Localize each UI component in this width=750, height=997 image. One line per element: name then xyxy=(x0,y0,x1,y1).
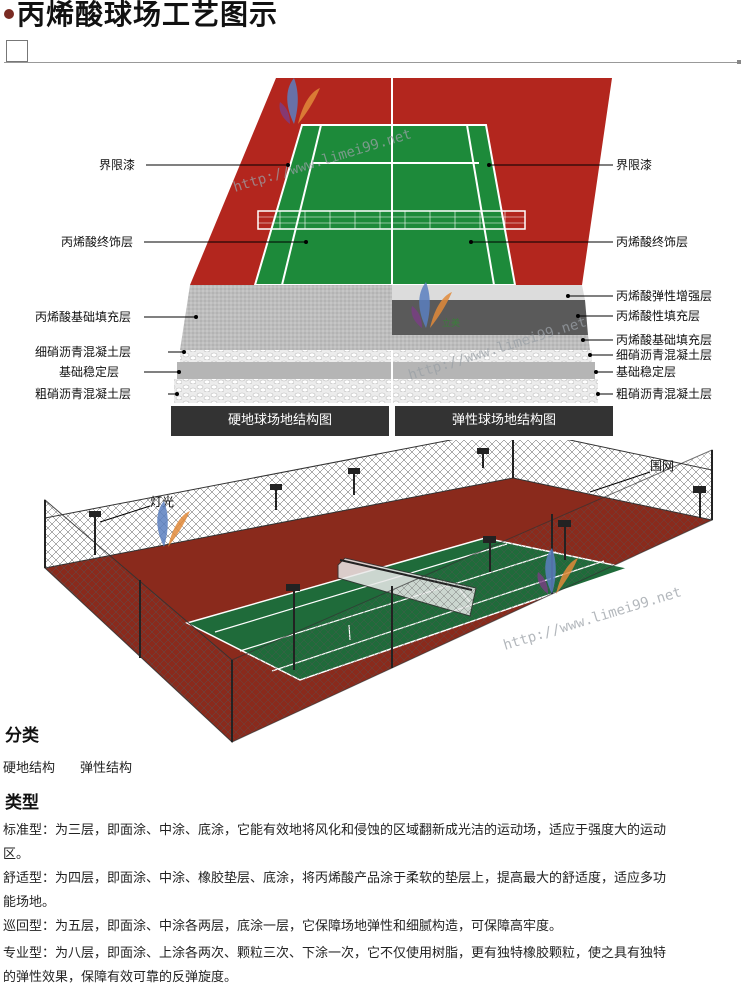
light-heads xyxy=(89,448,706,591)
label-base-fill-right: 丙烯酸基础填充层 xyxy=(616,332,712,347)
layer-elastic-boost xyxy=(392,285,585,300)
label-coarse-asphalt-left: 粗硝沥青混凝土层 xyxy=(35,386,131,401)
type-line: 专业型：为八层，即面涂、上涂各两次、颗粒三次、下涂一次，它不仅使用树脂，更有独特… xyxy=(3,946,667,961)
light-poles xyxy=(94,452,701,670)
label-elastic-fill: 丙烯酸性填充层 xyxy=(616,308,700,323)
type-line: 巡回型：为五层，即面涂、中涂各两层，底涂一层，它保障场地弹性和细腻构造，可保障高… xyxy=(3,919,563,934)
layer-fine-asphalt xyxy=(180,350,592,362)
divider xyxy=(4,62,740,63)
net-mesh xyxy=(258,211,525,229)
layer-base-stable xyxy=(177,362,595,379)
layer-fill-left xyxy=(180,285,392,350)
left-labels: 界限漆 丙烯酸终饰层 丙烯酸基础填充层 细硝沥青混凝土层 基础稳定层 粗硝沥青混… xyxy=(35,158,308,401)
logo-text: 立美 xyxy=(442,317,460,329)
label-boundary-paint-right: 界限漆 xyxy=(616,158,652,172)
label-light: 灯光 xyxy=(150,495,174,509)
layer-base-fill-right xyxy=(392,335,590,350)
divider-end-icon xyxy=(737,60,741,64)
label-fine-asphalt-left: 细硝沥青混凝土层 xyxy=(35,344,131,359)
right-labels: 界限漆 丙烯酸终饰层 丙烯酸弹性增强层 丙烯酸性填充层 丙烯酸基础填充层 细硝沥… xyxy=(469,158,712,401)
court-3d-illustration: 灯光 围网 http://www.limei99.net xyxy=(44,440,713,744)
header: 丙烯酸球场工艺图示 xyxy=(0,0,750,36)
type-line: 标准型：为三层，即面涂、中涂、底涂，它能有效地将风化和侵蚀的区域翻新成光洁的运动… xyxy=(3,823,667,838)
label-base-stable-left: 基础稳定层 xyxy=(59,364,119,379)
layer-coarse-asphalt xyxy=(174,379,598,403)
label-elastic-boost: 丙烯酸弹性增强层 xyxy=(616,288,712,303)
hard-court-structure-button[interactable]: 硬地球场地结构图 xyxy=(171,406,389,436)
classification-heading: 分类 xyxy=(5,726,39,746)
type-line: 舒适型：为四层，即面涂、中涂、橡胶垫层、底涂，将丙烯酸产品涂于柔软的垫层上，提高… xyxy=(3,871,667,886)
label-fence: 围网 xyxy=(650,459,674,473)
label-finish-left: 丙烯酸终饰层 xyxy=(61,234,133,249)
elastic-court-structure-button[interactable]: 弹性球场地结构图 xyxy=(395,406,613,436)
page-title: 丙烯酸球场工艺图示 xyxy=(17,0,279,31)
type-line: 的弹性效果，保障有效可靠的反弹旋度。 xyxy=(3,970,238,985)
types-heading: 类型 xyxy=(5,793,39,813)
label-finish-right: 丙烯酸终饰层 xyxy=(616,234,688,249)
court-structure-diagram: http://www.limei99.net http://www.limei9… xyxy=(35,78,712,403)
tennis-net xyxy=(257,210,526,230)
bullet-icon xyxy=(4,9,14,19)
type-line: 能场地。 xyxy=(3,895,56,910)
label-coarse-asphalt-right: 粗硝沥青混凝土层 xyxy=(616,386,712,401)
checkbox-icon[interactable] xyxy=(6,40,28,62)
logo-icon xyxy=(279,78,320,124)
type-line: 区。 xyxy=(3,847,30,862)
label-base-fill-left: 丙烯酸基础填充层 xyxy=(35,309,131,324)
logo-icon xyxy=(537,548,578,594)
classification-item: 弹性结构 xyxy=(80,761,133,776)
logo-icon: 立美 xyxy=(411,282,460,329)
label-boundary-paint-left: 界限漆 xyxy=(99,158,135,172)
label-base-stable-right: 基础稳定层 xyxy=(616,364,676,379)
logo-icon xyxy=(157,501,190,547)
court-green-area xyxy=(255,125,515,285)
label-fine-asphalt-right: 细硝沥青混凝土层 xyxy=(616,347,712,362)
classification-item: 硬地结构 xyxy=(3,761,56,776)
